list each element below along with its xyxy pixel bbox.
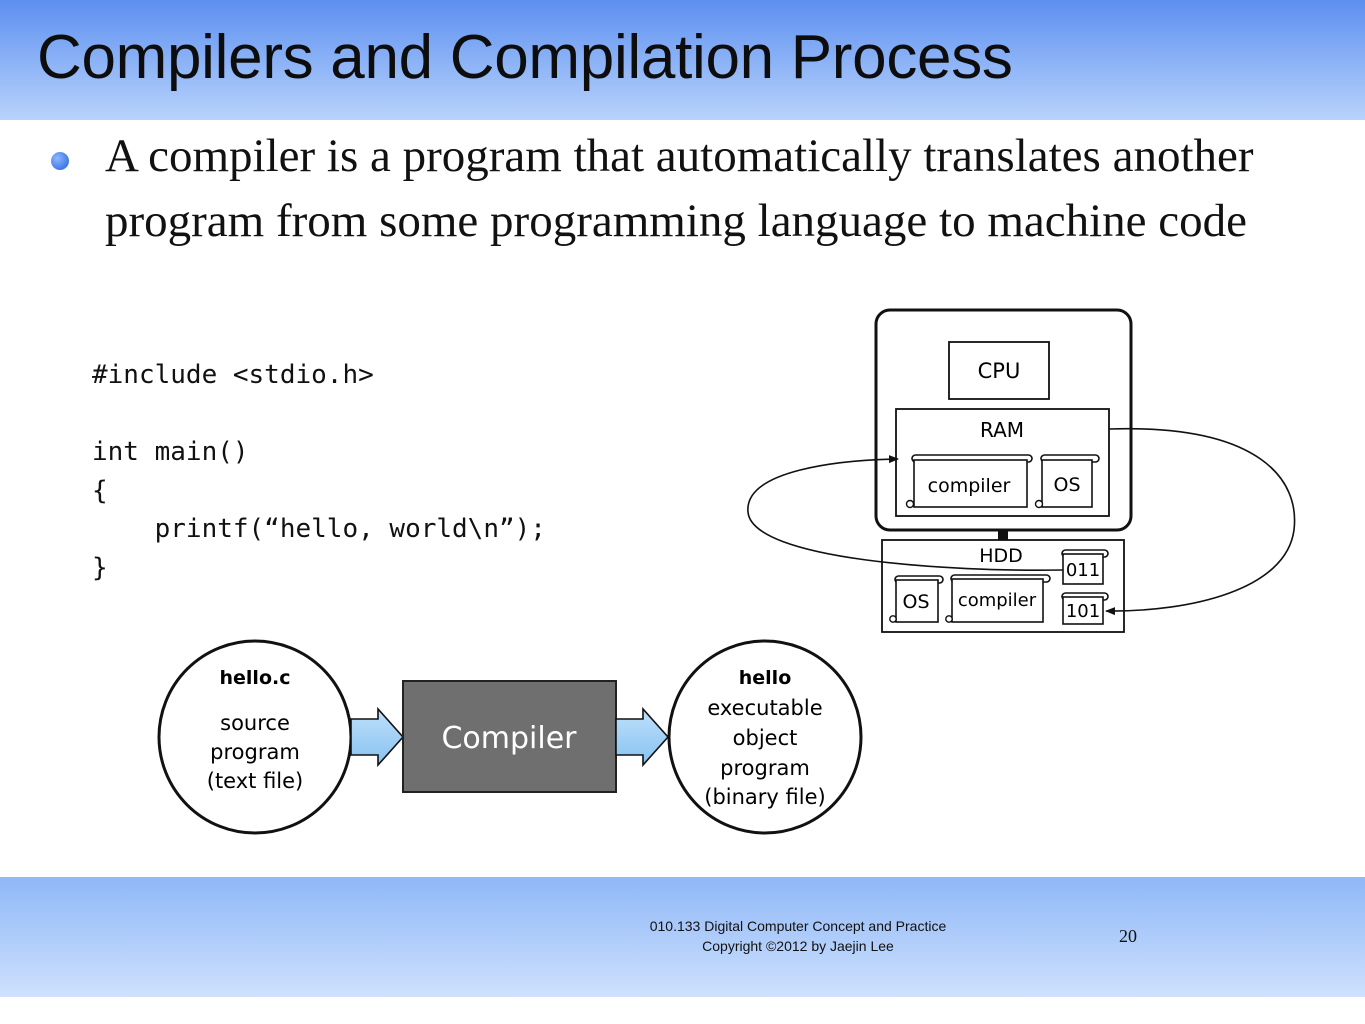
ram-compiler-scroll: compiler [905, 454, 1033, 509]
footer-course: 010.133 Digital Computer Concept and Pra… [649, 918, 947, 934]
code-line: int main() [92, 437, 249, 468]
output-desc-line: (binary file) [704, 785, 825, 809]
compiler-label: Compiler [441, 721, 577, 756]
executable-circle [667, 639, 863, 835]
code-block: #include <stdio.h> int main() { printf(“h… [92, 356, 546, 588]
bus-connector [998, 530, 1008, 540]
code-line: printf(“hello, world\n”); [92, 514, 546, 545]
hdd-compiler-label: compiler [958, 590, 1037, 611]
source-desc-line: (text file) [207, 769, 304, 793]
file-101-scroll: 101 [1061, 592, 1109, 625]
bullet-text: A compiler is a program that automatical… [105, 130, 1254, 247]
load-arrow [747, 455, 1064, 571]
output-desc-line: object [733, 726, 798, 750]
store-arrow [1105, 427, 1296, 616]
computer-diagram: CPU RAM compiler OS HDD OS co [747, 308, 1296, 633]
title-bar: Compilers and Compilation Process [0, 0, 1365, 120]
source-filename: hello.c [220, 667, 291, 689]
cpu-label: CPU [978, 359, 1021, 383]
source-desc-line: program [210, 740, 300, 764]
cpu-box [948, 341, 1050, 400]
page-number: 20 [1119, 926, 1137, 946]
hdd-os-label: OS [902, 591, 929, 613]
ram-compiler-label: compiler [928, 475, 1011, 497]
file-101-label: 101 [1066, 601, 1100, 622]
output-arrow [615, 706, 670, 768]
output-desc-line: program [720, 756, 810, 780]
compiler-box [402, 680, 617, 793]
file-011-label: 011 [1066, 560, 1100, 581]
hdd-os-scroll: OS [889, 575, 944, 623]
ram-os-scroll: OS [1034, 454, 1100, 509]
code-line: { [92, 475, 108, 506]
code-line: #include <stdio.h> [92, 360, 374, 390]
hdd-label: HDD [979, 545, 1023, 567]
ram-os-label: OS [1053, 474, 1080, 496]
output-filename: hello [739, 667, 792, 689]
slide-title: Compilers and Compilation Process [37, 23, 1013, 92]
hdd-compiler-scroll: compiler [945, 574, 1051, 623]
footer-copyright: Copyright ©2012 by Jaejin Lee [702, 938, 894, 954]
footer-bar [0, 877, 1365, 997]
file-011-scroll: 011 [1061, 549, 1109, 585]
ram-label: RAM [980, 418, 1024, 442]
source-desc-line: source [220, 711, 290, 735]
bullet-dot-icon [51, 152, 69, 170]
output-desc-line: executable [707, 696, 822, 720]
input-arrow [350, 706, 405, 768]
code-line: } [92, 552, 108, 583]
compilation-flow: hello.c source program (text file) Compi… [157, 639, 863, 835]
